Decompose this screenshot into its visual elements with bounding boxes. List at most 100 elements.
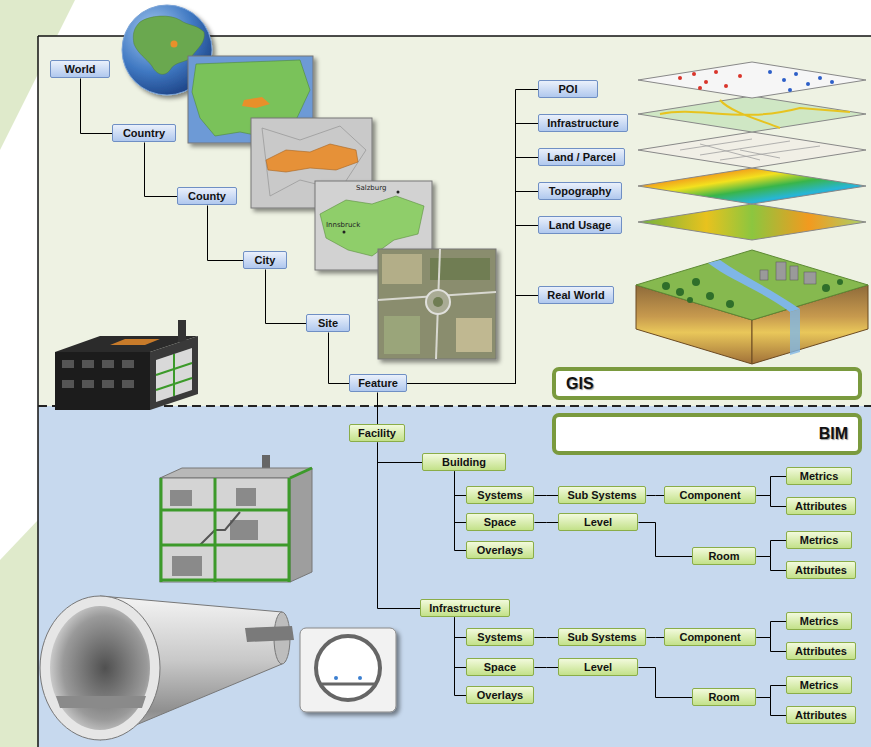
bim-box: Room	[692, 688, 756, 706]
gis-box: Country	[112, 124, 176, 142]
bim-box: Attributes	[786, 497, 856, 515]
gis-box: POI	[538, 80, 598, 98]
connector	[535, 667, 559, 668]
box-label: Attributes	[795, 709, 847, 721]
bim-box: Sub Systems	[558, 628, 646, 646]
box-label: GIS	[566, 375, 594, 393]
connector	[208, 206, 244, 261]
gis-box: Land / Parcel	[538, 148, 625, 166]
box-label: Real World	[547, 289, 604, 301]
box-label: Component	[679, 631, 740, 643]
gis-box: Site	[306, 314, 350, 332]
gis-box: City	[243, 251, 287, 269]
connector	[329, 333, 350, 384]
connector	[647, 495, 665, 496]
box-label: POI	[559, 83, 578, 95]
box-label: County	[188, 190, 226, 202]
box-label: Component	[679, 489, 740, 501]
bim-box: Metrics	[786, 676, 852, 694]
box-label: Sub Systems	[567, 631, 636, 643]
box-label: Country	[123, 127, 165, 139]
box-label: World	[65, 63, 96, 75]
bim-box: Attributes	[786, 642, 856, 660]
box-label: Systems	[477, 489, 522, 501]
box-label: Attributes	[795, 500, 847, 512]
connector	[455, 618, 467, 638]
connector	[535, 522, 559, 523]
bim-box: Metrics	[786, 531, 852, 549]
connector	[455, 472, 467, 551]
map-label: Salzburg	[356, 185, 386, 192]
connector	[408, 226, 539, 384]
box-label: Overlays	[477, 544, 523, 556]
box-label: Metrics	[800, 470, 839, 482]
bim-box: Infrastructure	[420, 599, 510, 617]
map-label: Innsbruck	[326, 222, 360, 229]
bim-box: Component	[664, 628, 756, 646]
connector	[377, 393, 378, 425]
connector	[81, 79, 113, 134]
connector	[535, 495, 559, 496]
connector	[408, 192, 539, 384]
bim-box: Level	[558, 513, 638, 531]
bim-box: Facility	[349, 424, 405, 442]
box-label: Sub Systems	[567, 489, 636, 501]
connector	[647, 637, 665, 638]
bim-box: Room	[692, 547, 756, 565]
bim-box: Building	[422, 453, 506, 471]
connector	[535, 637, 559, 638]
connector	[408, 124, 539, 384]
box-label: Space	[484, 661, 516, 673]
connector	[757, 638, 787, 652]
box-label: Land / Parcel	[547, 151, 615, 163]
bim-box: Systems	[466, 486, 534, 504]
connector	[378, 443, 423, 463]
box-label: Metrics	[800, 615, 839, 627]
connector	[378, 443, 421, 609]
bim-box: Systems	[466, 628, 534, 646]
box-label: Facility	[358, 427, 396, 439]
box-label: Infrastructure	[547, 117, 619, 129]
bim-box: Space	[466, 513, 534, 531]
connector	[757, 686, 787, 698]
connector	[266, 270, 307, 324]
bim-box: Sub Systems	[558, 486, 646, 504]
box-label: Systems	[477, 631, 522, 643]
bim-box: Attributes	[786, 706, 856, 724]
connector	[757, 541, 787, 557]
box-label: Level	[584, 661, 612, 673]
box-label: Feature	[358, 377, 398, 389]
bim-box: Overlays	[466, 541, 534, 559]
bim-box: Attributes	[786, 561, 856, 579]
connector	[757, 477, 787, 496]
bim-box: Metrics	[786, 612, 852, 630]
connector	[455, 618, 467, 696]
connector	[455, 472, 467, 496]
box-label: Level	[584, 516, 612, 528]
connector	[757, 557, 787, 571]
box-label: BIM	[819, 425, 848, 443]
box-label: Overlays	[477, 689, 523, 701]
box-label: Room	[708, 550, 739, 562]
connector	[408, 296, 539, 384]
connector	[639, 523, 693, 557]
connector	[408, 90, 539, 384]
connector	[408, 158, 539, 384]
bim-box: Overlays	[466, 686, 534, 704]
box-label: Metrics	[800, 534, 839, 546]
box-label: Attributes	[795, 564, 847, 576]
box-label: Room	[708, 691, 739, 703]
box-label: Topography	[549, 185, 612, 197]
box-label: Building	[442, 456, 486, 468]
connector	[757, 698, 787, 716]
box-label: Infrastructure	[429, 602, 501, 614]
connector	[455, 472, 467, 523]
bim-box: Space	[466, 658, 534, 676]
box-label: Space	[484, 516, 516, 528]
gis-box: World	[50, 60, 110, 78]
bim-box: Component	[664, 486, 756, 504]
connector	[757, 622, 787, 638]
